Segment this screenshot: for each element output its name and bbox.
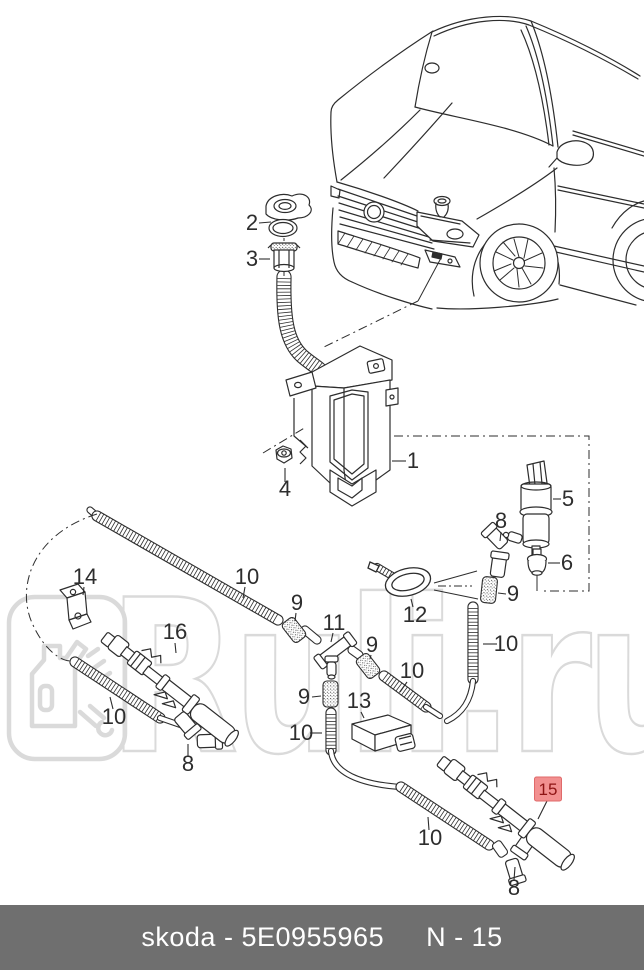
part-callout-14-10[interactable]: 14 (73, 564, 97, 589)
pump-grommet (526, 548, 548, 576)
part-callout-9-12[interactable]: 9 (291, 590, 303, 615)
bracket-13 (351, 714, 416, 752)
part-callout-3-1[interactable]: 3 (246, 246, 258, 271)
hose-lines (69, 269, 495, 851)
part-callout-9-14[interactable]: 9 (366, 632, 378, 657)
part-callout-16-16[interactable]: 16 (163, 619, 187, 644)
locator-lines (25, 238, 590, 662)
t-connector (313, 631, 358, 680)
hose-couplings (281, 576, 509, 858)
reservoir-strainer (267, 242, 301, 273)
reservoir-cap (265, 193, 312, 238)
part-callout-10-15[interactable]: 10 (400, 658, 424, 683)
part-callout-4-3[interactable]: 4 (279, 476, 291, 501)
headlight-washer-jet-right (429, 744, 585, 878)
part-callout-6-6[interactable]: 6 (561, 550, 573, 575)
part-callout-8-23[interactable]: 8 (508, 875, 520, 900)
part-callout-5-4[interactable]: 5 (562, 486, 574, 511)
car-illustration (330, 15, 644, 310)
highlighted-callout-label: 15 (539, 780, 558, 799)
part-callout-8-21[interactable]: 8 (182, 751, 194, 776)
part-callout-11-13[interactable]: 11 (323, 610, 346, 635)
part-callout-13-19[interactable]: 13 (347, 688, 371, 713)
part-callout-10-22[interactable]: 10 (418, 825, 442, 850)
part-callout-9-17[interactable]: 9 (298, 684, 310, 709)
highlighted-callout-15[interactable]: 15 (534, 776, 562, 820)
part-callout-10-18[interactable]: 10 (289, 720, 313, 745)
part-callout-8-5[interactable]: 8 (495, 508, 507, 533)
bracket-14 (59, 583, 92, 630)
part-callout-12-8[interactable]: 12 (403, 602, 427, 627)
part-callout-10-11[interactable]: 10 (235, 564, 259, 589)
hose-clip (367, 561, 432, 597)
part-callout-1-2[interactable]: 1 (407, 448, 419, 473)
footer-brand-and-part-number: skoda - 5E0955965 (141, 922, 385, 952)
part-callout-2-0[interactable]: 2 (246, 210, 258, 235)
washer-pump (502, 460, 553, 560)
part-callout-10-9[interactable]: 10 (494, 631, 518, 656)
footer-bar: skoda - 5E0955965 N - 15 (0, 905, 644, 970)
part-callout-10-20[interactable]: 10 (102, 704, 126, 729)
part-callout-9-7[interactable]: 9 (507, 581, 519, 606)
footer-page-ref: N - 15 (426, 922, 503, 952)
reservoir-nut (275, 445, 293, 464)
washer-fluid-reservoir (285, 345, 399, 507)
